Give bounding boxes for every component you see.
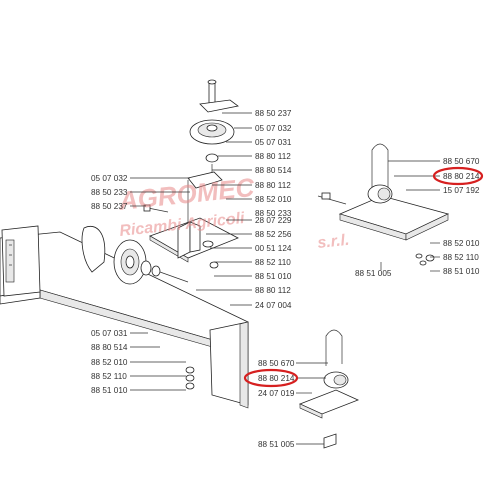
part-label: 05 07 031 xyxy=(255,138,292,147)
part-label: 88 52 110 xyxy=(443,253,479,262)
part-label: 88 52 010 xyxy=(255,195,292,204)
watermark-line3: s.r.l. xyxy=(317,232,351,252)
part-label: 88 80 112 xyxy=(255,181,291,190)
part-labels: 88 50 237 05 07 032 05 07 031 88 80 112 … xyxy=(91,109,480,449)
part-label: 88 80 214 xyxy=(443,172,480,181)
part-label: 88 80 514 xyxy=(91,343,128,352)
center-bracket xyxy=(149,171,239,269)
part-label: 88 50 233 xyxy=(255,209,292,218)
part-label: 88 51 010 xyxy=(255,272,292,281)
lower-right-bracket xyxy=(298,329,360,449)
part-label: 88 52 110 xyxy=(255,258,291,267)
fasteners xyxy=(143,204,195,390)
part-label: 88 50 237 xyxy=(91,202,128,211)
upper-right-bracket xyxy=(317,143,450,266)
part-label: 05 07 032 xyxy=(91,174,128,183)
part-label: 88 80 214 xyxy=(258,374,295,383)
part-label: 88 52 010 xyxy=(443,239,480,248)
part-label: 88 52 110 xyxy=(91,372,127,381)
part-label: 24 07 019 xyxy=(258,389,295,398)
part-label: 15 07 192 xyxy=(443,186,480,195)
part-label: 88 50 233 xyxy=(91,188,128,197)
part-label: 88 80 112 xyxy=(255,286,291,295)
watermark-line1: AGROMEC xyxy=(116,172,256,216)
highlight-marks xyxy=(243,166,484,388)
part-label: 88 50 670 xyxy=(443,157,480,166)
part-label: 88 51 010 xyxy=(443,267,480,276)
part-label: 88 50 670 xyxy=(258,359,295,368)
part-label: 88 80 112 xyxy=(255,152,291,161)
part-label: 88 52 256 xyxy=(255,230,292,239)
part-label: 05 07 032 xyxy=(255,124,292,133)
left-pulley-assembly xyxy=(81,226,189,285)
part-label: 88 50 237 xyxy=(255,109,292,118)
part-label: 00 51 124 xyxy=(255,244,292,253)
part-label: 24 07 004 xyxy=(255,301,292,310)
part-label: 88 52 010 xyxy=(91,358,128,367)
top-pulley-assembly xyxy=(189,79,239,172)
part-label: 05 07 031 xyxy=(91,329,128,338)
part-label: 88 80 514 xyxy=(255,166,292,175)
highlight-oval-lower xyxy=(243,368,299,388)
part-label: 88 51 005 xyxy=(355,269,392,278)
main-frame-bar xyxy=(0,225,249,409)
highlight-oval-upper xyxy=(432,166,484,186)
part-label: 88 51 010 xyxy=(91,386,128,395)
part-label: 28 07 229 xyxy=(255,216,292,225)
part-label: 88 51 005 xyxy=(258,440,295,449)
leader-lines xyxy=(130,112,440,445)
